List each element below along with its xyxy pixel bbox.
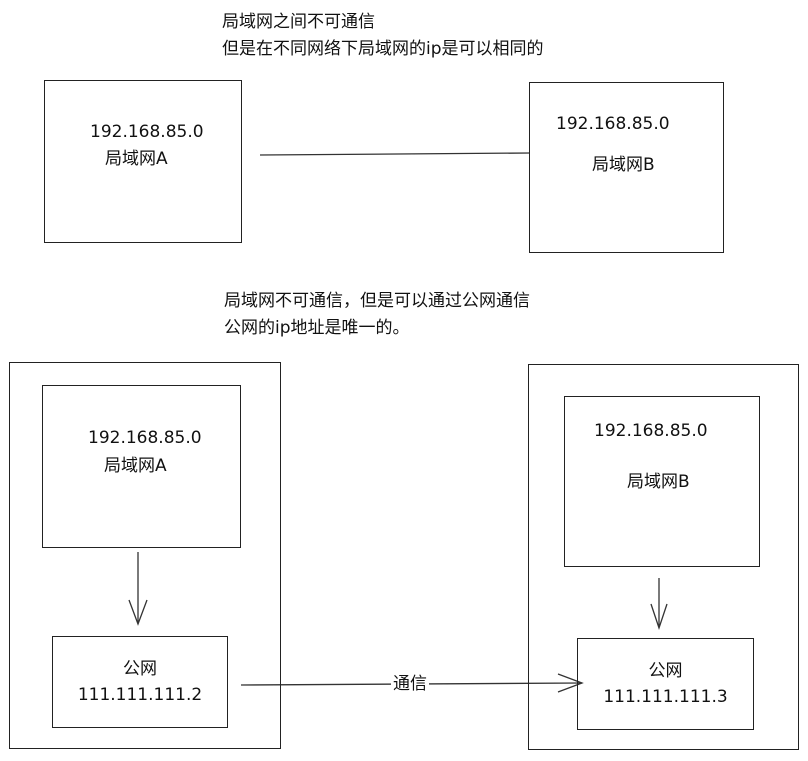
top-lan-b-label: 局域网B [592,155,655,175]
top-note-line1: 局域网之间不可通信 [222,12,375,32]
top-lan-a-box: 192.168.85.0 局域网A [44,80,242,243]
left-public-ip: 111.111.111.2 [77,685,203,705]
top-note-line2: 但是在不同网络下局域网的ip是可以相同的 [222,39,544,59]
left-public-label: 公网 [123,659,157,679]
left-public-box: 公网 111.111.111.2 [52,636,228,728]
right-public-ip: 111.111.111.3 [603,687,728,707]
right-public-box: 公网 111.111.111.3 [577,638,754,730]
bottom-note-line1: 局域网不可通信，但是可以通过公网通信 [224,291,530,311]
top-lan-a-label: 局域网A [105,149,168,169]
left-network-container [9,362,281,749]
bottom-lan-a-label: 局域网A [104,456,167,476]
right-network-container [528,364,799,750]
top-link-line [259,152,531,156]
bottom-lan-b-label: 局域网B [627,472,690,492]
right-public-label: 公网 [648,661,683,681]
bottom-lan-b-box: 192.168.85.0 局域网B [564,396,760,567]
top-lan-a-ip: 192.168.85.0 [90,122,204,142]
bottom-lan-b-ip: 192.168.85.0 [594,421,708,441]
public-link-label: 通信 [391,673,429,695]
bottom-lan-a-ip: 192.168.85.0 [88,428,202,448]
bottom-note-line2: 公网的ip地址是唯一的。 [224,318,410,338]
top-lan-b-ip: 192.168.85.0 [556,114,670,134]
top-lan-b-box: 192.168.85.0 局域网B [529,82,724,253]
bottom-lan-a-box: 192.168.85.0 局域网A [42,385,241,548]
